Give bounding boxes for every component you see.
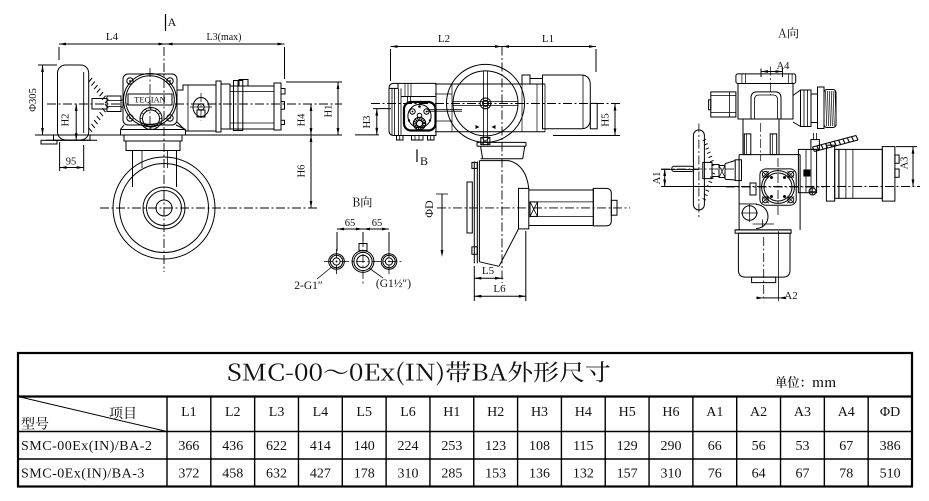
svg-text:136: 136	[529, 467, 550, 482]
svg-text:2-G1″: 2-G1″	[294, 280, 323, 292]
svg-text:65: 65	[345, 218, 356, 229]
svg-text:66: 66	[708, 439, 722, 454]
svg-text:123: 123	[485, 439, 506, 454]
svg-text:ΦD: ΦD	[422, 200, 436, 218]
svg-text:L6: L6	[400, 405, 416, 420]
svg-text:140: 140	[354, 439, 375, 454]
svg-text:TEQIAN: TEQIAN	[134, 95, 166, 105]
svg-text:A4: A4	[838, 405, 855, 420]
svg-text:76: 76	[708, 467, 722, 482]
svg-text:53: 53	[795, 439, 809, 454]
svg-text:Φ305: Φ305	[28, 88, 39, 111]
svg-text:622: 622	[266, 439, 287, 454]
svg-text:310: 310	[660, 467, 681, 482]
svg-text:H6: H6	[297, 165, 308, 178]
svg-text:A: A	[168, 15, 177, 29]
svg-text:414: 414	[310, 439, 331, 454]
svg-text:L2: L2	[438, 33, 450, 45]
svg-text:A2: A2	[750, 405, 767, 420]
svg-text:A1: A1	[652, 172, 663, 185]
svg-text:224: 224	[398, 439, 419, 454]
svg-text:L1: L1	[181, 405, 197, 420]
svg-text:ΦD: ΦD	[880, 405, 900, 420]
svg-text:372: 372	[178, 467, 199, 482]
svg-text:H2: H2	[487, 405, 504, 420]
svg-text:386: 386	[880, 439, 901, 454]
svg-text:65: 65	[372, 218, 383, 229]
svg-text:H5: H5	[619, 405, 636, 420]
svg-text:SMC-00Ex(IN)/BA-2: SMC-00Ex(IN)/BA-2	[21, 439, 152, 454]
svg-text:H5: H5	[600, 113, 612, 127]
svg-text:A3: A3	[794, 405, 811, 420]
svg-text:366: 366	[178, 439, 199, 454]
svg-text:253: 253	[441, 439, 462, 454]
svg-text:L6: L6	[493, 283, 506, 295]
svg-text:A1: A1	[706, 405, 723, 420]
svg-text:132: 132	[573, 467, 594, 482]
svg-text:A3: A3	[900, 157, 911, 170]
svg-text:458: 458	[222, 467, 243, 482]
svg-text:290: 290	[660, 439, 681, 454]
svg-text:108: 108	[529, 439, 550, 454]
svg-text:H3: H3	[362, 116, 373, 129]
svg-text:285: 285	[441, 467, 462, 482]
svg-text:95: 95	[66, 157, 77, 168]
svg-text:64: 64	[752, 467, 766, 482]
svg-text:H6: H6	[662, 405, 679, 420]
svg-text:153: 153	[485, 467, 506, 482]
svg-text:H2: H2	[61, 114, 72, 127]
svg-text:H1: H1	[443, 405, 460, 420]
svg-text:L3: L3	[269, 405, 285, 420]
svg-text:78: 78	[839, 467, 853, 482]
svg-text:H1: H1	[324, 105, 335, 118]
svg-text:129: 129	[617, 439, 638, 454]
svg-text:H3: H3	[531, 405, 548, 420]
svg-text:SMC-0Ex(IN)/BA-3: SMC-0Ex(IN)/BA-3	[21, 467, 145, 482]
svg-text:L5: L5	[356, 405, 372, 420]
svg-text:632: 632	[266, 467, 287, 482]
svg-text:157: 157	[617, 467, 638, 482]
svg-text:B: B	[420, 154, 428, 168]
svg-text:L1: L1	[542, 33, 554, 45]
svg-text:427: 427	[310, 467, 331, 482]
svg-text:67: 67	[839, 439, 853, 454]
svg-text:L4: L4	[313, 405, 329, 420]
svg-text:310: 310	[398, 467, 419, 482]
svg-text:510: 510	[880, 467, 901, 482]
svg-text:L4: L4	[106, 31, 119, 43]
svg-text:A4: A4	[777, 61, 791, 72]
svg-text:A2: A2	[784, 290, 797, 302]
svg-text:56: 56	[752, 439, 766, 454]
svg-text:H4: H4	[297, 113, 308, 127]
svg-text:115: 115	[573, 439, 593, 454]
svg-text:67: 67	[795, 467, 809, 482]
svg-text:(G1½″): (G1½″)	[376, 278, 411, 290]
svg-text:L3(max): L3(max)	[207, 32, 242, 43]
svg-text:436: 436	[222, 439, 243, 454]
svg-text:H4: H4	[575, 405, 592, 420]
svg-text:L5: L5	[482, 265, 495, 277]
svg-text:178: 178	[354, 467, 375, 482]
svg-text:L2: L2	[225, 405, 241, 420]
